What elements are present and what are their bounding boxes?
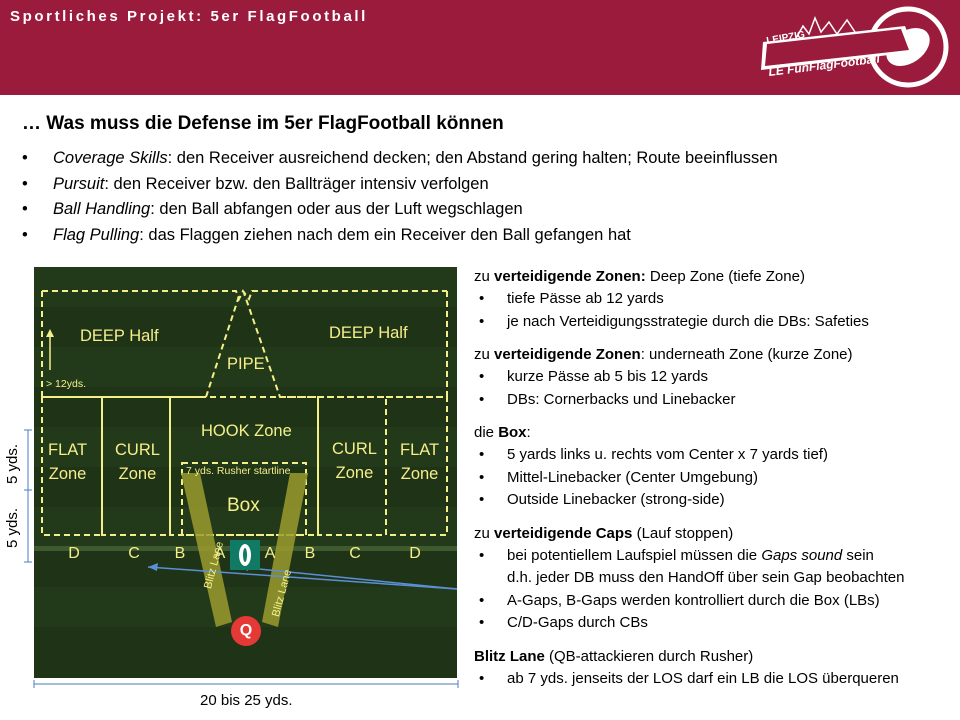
list-item: tiefe Pässe ab 12 yards — [474, 288, 958, 311]
field-diagram: DEEP Half DEEP Half > 12yds. PIPE HOOK Z… — [34, 267, 457, 678]
blitz-lane-section: Blitz Lane (QB-attackieren durch Rusher)… — [474, 646, 958, 691]
list-item: 5 yards links u. rechts vom Center x 7 y… — [474, 444, 958, 467]
dimension-upper-5yds: 5 yds. — [4, 443, 21, 484]
hook-zone-label: HOOK Zone — [201, 422, 292, 440]
skill-text: : das Flaggen ziehen nach dem ein Receiv… — [139, 225, 631, 244]
skill-item: Flag Pulling: das Flaggen ziehen nach de… — [22, 223, 778, 249]
box-section: die Box: 5 yards links u. rechts vom Cen… — [474, 422, 958, 512]
list-item: Outside Linebacker (strong-side) — [474, 489, 958, 512]
list-item: C/D-Gaps durch CBs — [474, 612, 958, 635]
skill-item: Coverage Skills: den Receiver ausreichen… — [22, 146, 778, 172]
list-item: DBs: Cornerbacks und Linebacker — [474, 389, 958, 412]
skill-item: Ball Handling: den Ball abfangen oder au… — [22, 197, 778, 223]
skill-term: Ball Handling — [53, 200, 151, 218]
defense-notes: zu verteidigende Zonen: Deep Zone (tiefe… — [474, 266, 958, 701]
underneath-zone-section: zu verteidigende Zonen: underneath Zone … — [474, 344, 958, 411]
caps-section: zu verteidigende Caps (Lauf stoppen) bei… — [474, 523, 958, 635]
gap-label-d-left: D — [68, 545, 80, 562]
gap-label-b-right: B — [304, 545, 316, 562]
quarterback-marker: Q — [231, 616, 261, 646]
dimension-lower-5yds: 5 yds. — [4, 507, 21, 548]
gap-label-c-right: C — [349, 545, 361, 562]
box-label: Box — [227, 495, 260, 516]
gap-label-a-right: A — [264, 545, 276, 562]
skills-list: Coverage Skills: den Receiver ausreichen… — [22, 146, 778, 248]
le-funflagfootball-logo: LEIPZIG LE FunFlagFootball — [761, 6, 949, 88]
skill-term: Flag Pulling — [53, 225, 140, 244]
gap-label-b-left: B — [174, 545, 186, 562]
deep-half-left-label: DEEP Half — [80, 327, 159, 345]
list-item: bei potentiellem Laufspiel müssen die Ga… — [474, 545, 958, 568]
header-bar: Sportliches Projekt: 5er FlagFootball LE… — [0, 0, 960, 95]
football-icon — [230, 540, 260, 570]
deep-zone-section: zu verteidigende Zonen: Deep Zone (tiefe… — [474, 266, 958, 333]
deep-half-right-label: DEEP Half — [329, 324, 408, 342]
skill-term: Coverage Skills — [53, 149, 168, 167]
deep-distance-note: > 12yds. — [46, 378, 86, 390]
skill-term: Pursuit — [53, 174, 105, 193]
list-item: kurze Pässe ab 5 bis 12 yards — [474, 366, 958, 389]
list-item: je nach Verteidigungsstrategie durch die… — [474, 311, 958, 334]
skill-text: : den Receiver ausreichend decken; den A… — [167, 149, 778, 167]
skill-item: Pursuit: den Receiver bzw. den Ballträge… — [22, 172, 778, 198]
list-item: Mittel-Linebacker (Center Umgebung) — [474, 467, 958, 490]
gap-label-c-left: C — [128, 545, 140, 562]
horizontal-dimension-line — [33, 680, 459, 688]
pipe-label: PIPE — [227, 355, 265, 373]
gap-label-d-right: D — [409, 545, 421, 562]
list-item: ab 7 yds. jenseits der LOS darf ein LB d… — [474, 668, 958, 691]
section-heading: … Was muss die Defense im 5er FlagFootba… — [22, 113, 504, 134]
gap-label-a-left: A — [214, 545, 226, 562]
list-item: A-Gaps, B-Gaps werden kontrolliert durch… — [474, 590, 958, 613]
vertical-dimension-lines — [24, 429, 32, 563]
rusher-startline-label: 7 yds. Rusher startline — [186, 465, 291, 477]
dimension-field-width: 20 bis 25 yds. — [200, 692, 293, 709]
skill-text: : den Ball abfangen oder aus der Luft we… — [150, 200, 523, 218]
list-item-continuation: d.h. jeder DB muss den HandOff über sein… — [507, 569, 905, 586]
skill-text: : den Receiver bzw. den Ballträger inten… — [104, 174, 489, 193]
slide-title: Sportliches Projekt: 5er FlagFootball — [10, 8, 368, 25]
